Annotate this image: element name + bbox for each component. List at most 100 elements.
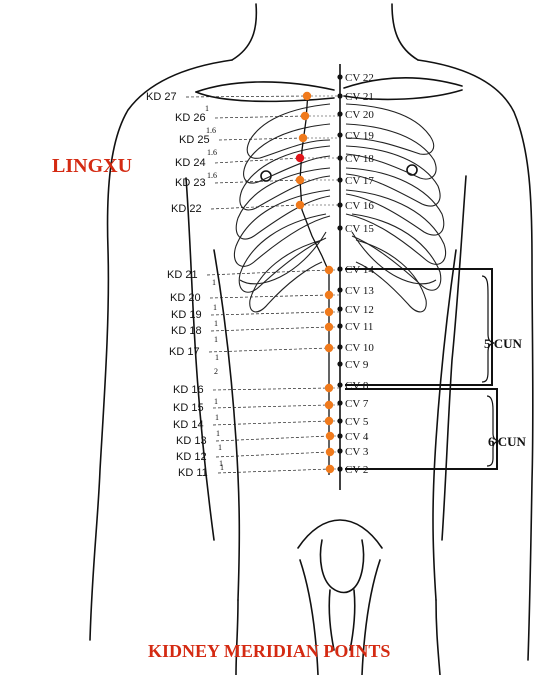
kd-point-dot (300, 111, 310, 121)
spacing-label: 1 (214, 397, 218, 406)
cv-point-label: CV 16 (345, 200, 374, 212)
spacing-label: 1 (218, 443, 222, 452)
spacing-label: 2 (214, 367, 218, 376)
cv-point-label: CV 8 (345, 380, 369, 392)
kd-leader-line (210, 311, 330, 316)
kd-point-label: KD 13 (176, 435, 207, 447)
cv-point-dot (337, 93, 343, 99)
cv-point-dot (337, 400, 343, 406)
kd-point-dot (325, 431, 335, 441)
kd-leader-line (208, 347, 330, 353)
highlight-label-lingxu: LINGXU (52, 155, 132, 177)
kd-point-label: KD 21 (167, 269, 198, 281)
kd-point-label: KD 15 (173, 402, 204, 414)
spacing-label: 1 (214, 319, 218, 328)
cv-point-label: CV 13 (345, 285, 374, 297)
kd-point-dot (324, 343, 334, 353)
spacing-label: 1 (215, 413, 219, 422)
cv-point-dot (337, 266, 343, 272)
cv-point-label: CV 3 (345, 446, 369, 458)
spacing-label: 1.6 (207, 171, 217, 180)
kd-point-label: KD 14 (173, 419, 204, 431)
cv-point-dot (337, 323, 343, 329)
cv-point-label: CV 21 (345, 91, 374, 103)
cv-point-label: CV 2 (345, 464, 368, 476)
kd-point-highlight-dot (295, 153, 305, 163)
cv-point-dot (337, 361, 343, 367)
kd-leader-line (209, 294, 330, 299)
kd-point-label: KD 24 (175, 157, 206, 169)
kd-point-dot (295, 200, 305, 210)
kd-leader-line (212, 387, 330, 391)
kd-leader-line (214, 157, 301, 164)
cv-point-dot (337, 74, 343, 80)
diagram-caption: KIDNEY MERIDIAN POINTS (148, 641, 390, 661)
cv-point-dot (337, 382, 343, 388)
cv-point-label: CV 9 (345, 359, 369, 371)
cv-point-label: CV 4 (345, 431, 369, 443)
kd-point-label: KD 19 (171, 309, 202, 321)
cv-point-label: CV 15 (345, 223, 374, 235)
kd-leader-line (218, 137, 304, 141)
cv-point-dot (337, 287, 343, 293)
cv-point-label: CV 18 (345, 153, 374, 165)
spacing-label: 1 (212, 278, 216, 287)
brace-6-cun (486, 395, 500, 467)
kd-point-label: KD 17 (169, 346, 200, 358)
cv-point-label: CV 14 (345, 264, 374, 276)
cv-point-label: CV 20 (345, 109, 374, 121)
kd-point-label: KD 23 (175, 177, 206, 189)
kd-leader-line (215, 451, 331, 458)
kd-point-label: KD 12 (176, 451, 207, 463)
spacing-label: 1 (219, 459, 223, 468)
kd-point-dot (325, 464, 335, 474)
kd-leader-line (217, 468, 331, 474)
kd-point-label: KD 11 (178, 467, 208, 479)
spacing-label: 1 (214, 335, 218, 344)
measurement-label-6-cun: 6 CUN (488, 434, 527, 449)
kd-point-label: KD 18 (171, 325, 202, 337)
kd-leader-line (215, 435, 331, 442)
cv-point-label: CV 12 (345, 304, 374, 316)
cv-point-label: CV 11 (345, 321, 373, 333)
kd-leader-line (212, 404, 330, 409)
spacing-label: 1.6 (207, 148, 217, 157)
kd-point-label: KD 20 (170, 292, 201, 304)
cv-point-dot (337, 344, 343, 350)
kd-leader-line (212, 420, 330, 426)
cv-point-dot (337, 466, 343, 472)
kd-point-dot (324, 400, 334, 410)
kd-point-label: KD 25 (179, 134, 210, 146)
kd-point-dot (324, 416, 334, 426)
spacing-label: 1 (205, 104, 209, 113)
cv-point-dot (337, 177, 343, 183)
kd-point-dot (324, 383, 334, 393)
kd-point-label: KD 22 (171, 203, 202, 215)
cv-point-label: CV 10 (345, 342, 374, 354)
spacing-label: 1 (215, 353, 219, 362)
kd-point-dot (324, 307, 334, 317)
kd-point-dot (324, 322, 334, 332)
spacing-label: 1 (220, 463, 224, 472)
torso-illustration (89, 3, 534, 675)
kd-leader-line (206, 269, 330, 276)
spacing-label: 1 (216, 429, 220, 438)
measurement-label-5-cun: 5 CUN (484, 336, 523, 351)
cv-point-dot (337, 418, 343, 424)
cv-point-dot (337, 433, 343, 439)
kd-point-dot (324, 290, 334, 300)
kd-point-label: KD 27 (146, 91, 177, 103)
kd-leader-line (185, 95, 308, 98)
cv-point-dot (337, 202, 343, 208)
cv-point-label: CV 5 (345, 416, 369, 428)
cv-point-dot (337, 111, 343, 117)
kd-point-dot (298, 133, 308, 143)
cv-point-label: CV 19 (345, 130, 374, 142)
cv-point-dot (337, 306, 343, 312)
kd-leader-line (210, 326, 330, 332)
rib-cage-illustration (234, 103, 446, 313)
